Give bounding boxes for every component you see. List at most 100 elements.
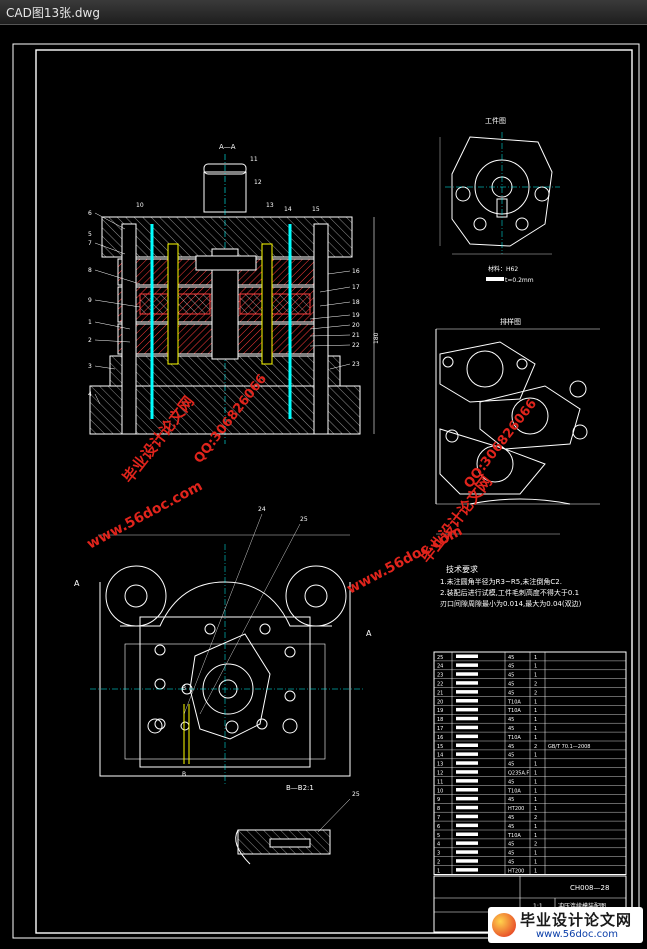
- bom-material: HT200: [508, 806, 524, 812]
- svg-text:17: 17: [352, 284, 360, 291]
- title-bar: CAD图13张.dwg: [0, 0, 647, 25]
- svg-text:1.未注圆角半径为R3~R5,未注倒角C2.: 1.未注圆角半径为R3~R5,未注倒角C2.: [440, 577, 562, 586]
- bom-index: 9: [437, 797, 440, 803]
- technical-requirements: 技术要求 1.未注圆角半径为R3~R5,未注倒角C2. 2.装配后进行试模,工件…: [440, 564, 582, 608]
- svg-text:A: A: [366, 629, 372, 638]
- bom-row: 9 45 1: [434, 796, 626, 804]
- section-view-bb[interactable]: B—B2:1 25: [235, 784, 360, 865]
- svg-text:25: 25: [352, 791, 360, 798]
- bom-index: 24: [437, 664, 443, 670]
- svg-text:2: 2: [88, 337, 92, 344]
- svg-text:8: 8: [88, 267, 92, 274]
- svg-text:18: 18: [352, 299, 360, 306]
- bom-material: T10A: [507, 708, 521, 714]
- svg-text:9: 9: [88, 297, 92, 304]
- bom-name-redacted: [456, 788, 478, 792]
- svg-text:5: 5: [88, 231, 92, 238]
- workpiece-view[interactable]: 工件图 材料：H62 t=0.2mm: [439, 116, 560, 284]
- plan-view[interactable]: 24 25 A A B B: [74, 506, 372, 784]
- svg-text:B: B: [182, 771, 186, 778]
- bom-name-redacted: [456, 859, 478, 863]
- svg-text:22: 22: [352, 342, 360, 349]
- bom-qty: 1: [534, 655, 537, 661]
- svg-text:15: 15: [312, 206, 320, 213]
- bom-material: 45: [508, 842, 514, 848]
- bom-material: 45: [508, 655, 514, 661]
- bom-name-redacted: [456, 868, 478, 872]
- bom-name-redacted: [456, 707, 478, 712]
- logo-globe-icon: [492, 913, 516, 937]
- svg-text:7: 7: [88, 240, 92, 247]
- svg-text:11: 11: [250, 156, 258, 163]
- bom-qty: 1: [534, 868, 537, 874]
- bom-index: 4: [437, 842, 440, 848]
- svg-text:QQ:306826066: QQ:306826066: [461, 397, 540, 492]
- section-bb-label: B—B2:1: [286, 784, 314, 792]
- drawing-number: CH008—28: [570, 884, 609, 892]
- bom-index: 16: [437, 735, 443, 741]
- bom-index: 10: [437, 788, 443, 794]
- svg-text:1: 1: [88, 319, 92, 326]
- bom-name-redacted: [456, 690, 478, 694]
- bom-material: 45: [508, 797, 514, 803]
- window-title: CAD图13张.dwg: [6, 6, 100, 20]
- bom-qty: 1: [534, 797, 537, 803]
- bom-index: 25: [437, 655, 443, 661]
- bom-material: 45: [508, 815, 514, 821]
- bom-name-redacted: [456, 770, 478, 774]
- bom-material: T10A: [507, 699, 521, 705]
- bom-material: T10A: [507, 833, 521, 839]
- svg-text:14: 14: [284, 206, 292, 213]
- svg-text:www.56doc.com: www.56doc.com: [84, 478, 205, 552]
- svg-text:B: B: [182, 685, 186, 692]
- inner-frame: [35, 49, 633, 934]
- bom-index: 8: [437, 806, 440, 812]
- strip-layout-view[interactable]: 排样图: [435, 317, 600, 535]
- svg-text:2.装配后进行试模,工件毛刺高度不得大于0.1: 2.装配后进行试模,工件毛刺高度不得大于0.1: [440, 588, 579, 597]
- bom-row: 7 45 2: [434, 814, 626, 822]
- bom-qty: 1: [534, 753, 537, 759]
- thickness-label: t=0.2mm: [505, 277, 534, 284]
- cad-canvas[interactable]: A—A 180 6 7 8: [0, 24, 647, 945]
- bom-name-redacted: [456, 832, 478, 836]
- bom-index: 18: [437, 717, 443, 723]
- bom-index: 22: [437, 682, 443, 688]
- bom-name-redacted: [456, 850, 478, 854]
- bom-index: 5: [437, 833, 440, 839]
- bom-name-redacted: [456, 761, 478, 765]
- bom-material: 45: [508, 664, 514, 670]
- bom-qty: 2: [534, 815, 537, 821]
- bom-index: 7: [437, 815, 440, 821]
- section-view-aa[interactable]: A—A 180: [89, 143, 380, 444]
- svg-text:19: 19: [352, 312, 360, 319]
- bom-index: 23: [437, 673, 443, 679]
- bom-material: 45: [508, 824, 514, 830]
- bom-index: 2: [437, 860, 440, 866]
- bom-index: 15: [437, 744, 443, 750]
- svg-text:12: 12: [254, 179, 262, 186]
- bom-name-redacted: [456, 743, 478, 747]
- drawing-name: 冲压连续模装配图: [558, 902, 606, 910]
- bom-name-redacted: [456, 663, 478, 667]
- bom-qty: 1: [534, 708, 537, 714]
- svg-text:4: 4: [88, 391, 92, 398]
- bom-qty: 1: [534, 779, 537, 785]
- svg-text:技术要求: 技术要求: [446, 564, 478, 574]
- bom-material: T10A: [507, 788, 521, 794]
- bom-material: HT200: [508, 868, 524, 874]
- bom-name-redacted: [456, 672, 478, 676]
